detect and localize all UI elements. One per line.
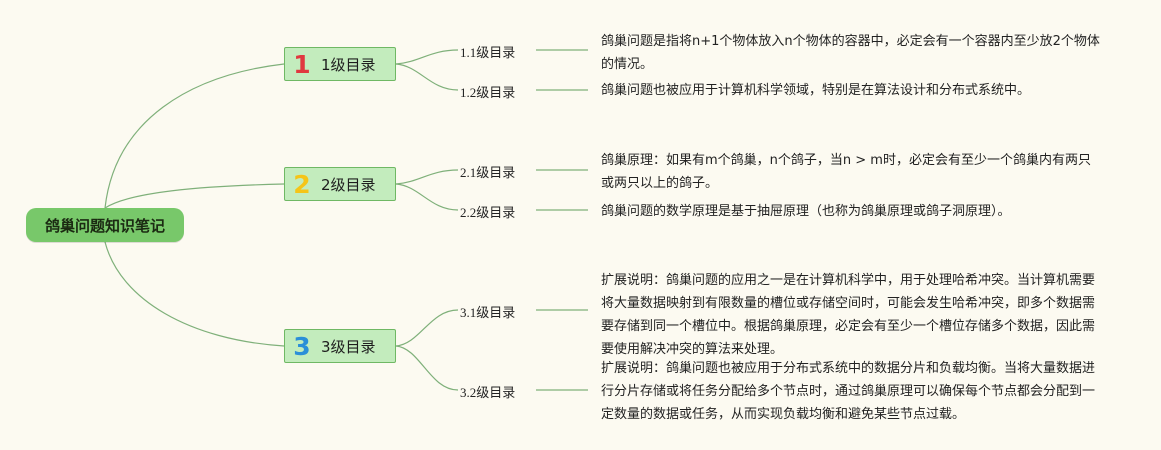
subnode-1-2[interactable]: 1.2级目录 — [460, 85, 516, 100]
subnode-1-1[interactable]: 1.1级目录 — [460, 45, 516, 60]
connector-root-2 — [104, 183, 285, 209]
connector-2-2 — [395, 183, 459, 211]
connector-1-1 — [395, 49, 459, 65]
leaf-text-2-1: 鸽巢原理：如果有m个鸽巢，n个鸽子，当n > m时，必定会有至少一个鸽巢内有两只… — [601, 153, 1091, 191]
leaf-text-1-2: 鸽巢问题也被应用于计算机科学领域，特别是在算法设计和分布式系统中。 — [601, 83, 1031, 98]
connector-3-2 — [395, 345, 459, 391]
subnode-2-2[interactable]: 2.2级目录 — [460, 205, 516, 220]
leaf-text-1-1: 鸽巢问题是指将n+1个物体放入n个物体的容器中，必定会有一个容器内至少放2个物体… — [601, 34, 1100, 72]
branch-node-3[interactable]: 3 3级目录 — [284, 329, 396, 363]
branch-label-3: 3级目录 — [321, 337, 376, 356]
number-2-icon: 2 — [293, 169, 311, 199]
subnode-3-2[interactable]: 3.2级目录 — [460, 385, 516, 400]
leaf-text-3-1: 扩展说明：鸽巢问题的应用之一是在计算机科学中，用于处理哈希冲突。当计算机需要将大… — [601, 273, 1096, 357]
leaf-text-3-2: 扩展说明：鸽巢问题也被应用于分布式系统中的数据分片和负载均衡。当将大量数据进行分… — [601, 361, 1096, 422]
connector-1-2 — [395, 63, 459, 91]
number-1-icon: 1 — [293, 49, 311, 79]
branch-node-1[interactable]: 1 1级目录 — [284, 47, 396, 81]
connector-2-1 — [395, 169, 459, 185]
root-node[interactable]: 鸽巢问题知识笔记 — [26, 208, 184, 242]
connector-root-1 — [104, 63, 285, 209]
root-title: 鸽巢问题知识笔记 — [44, 216, 165, 235]
connector-root-3 — [104, 241, 285, 347]
connector-3-1 — [395, 309, 459, 347]
number-3-icon: 3 — [293, 331, 311, 361]
subnode-2-1[interactable]: 2.1级目录 — [460, 165, 516, 180]
branch-label-2: 2级目录 — [321, 175, 376, 194]
branch-node-2[interactable]: 2 2级目录 — [284, 167, 396, 201]
subnode-3-1[interactable]: 3.1级目录 — [460, 305, 516, 320]
branch-label-1: 1级目录 — [321, 55, 376, 74]
leaf-text-2-2: 鸽巢问题的数学原理是基于抽屉原理（也称为鸽巢原理或鸽子洞原理）。 — [601, 204, 1011, 219]
